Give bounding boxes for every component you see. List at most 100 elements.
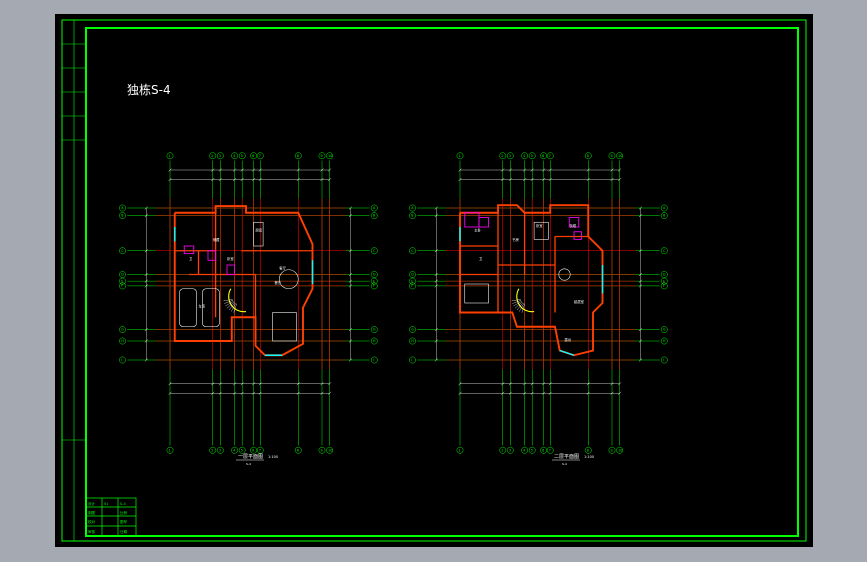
axis-bubble-right <box>660 356 668 364</box>
axis-bubble-bottom <box>209 446 217 454</box>
dimension-tick <box>320 382 324 386</box>
dimension-tick <box>638 272 643 277</box>
plan1-label: 一层平面图 <box>238 454 263 460</box>
stair-step <box>233 303 237 313</box>
dimension-tick <box>434 214 438 218</box>
dimension-tick <box>548 177 552 182</box>
axis-bubble-left <box>119 356 126 364</box>
dimension-tick <box>258 391 262 395</box>
dining-table <box>278 269 299 290</box>
axis-bubble-right <box>660 212 668 219</box>
stair-step <box>513 301 522 307</box>
axis-label-top: 10 <box>328 154 332 158</box>
axis-bubble-top <box>456 152 464 160</box>
axis-bubble-top <box>584 152 592 160</box>
dimension-tick <box>240 391 244 395</box>
axis-label-right: C <box>373 249 376 253</box>
axis-bubble-bottom <box>499 446 507 454</box>
stair-step <box>512 300 522 304</box>
axis-bubble-top <box>616 152 623 160</box>
dimension-tick <box>618 382 622 386</box>
dimension-tick <box>508 177 512 182</box>
plan2-sub: S-4 <box>562 462 567 466</box>
dimension-tick <box>320 391 324 395</box>
dimension-tick <box>434 206 438 210</box>
dimension-tick <box>638 284 643 288</box>
dimension-tick <box>548 391 552 395</box>
axis-bubble-left <box>409 247 416 255</box>
dimension-tick <box>586 177 590 182</box>
axis-label-top: 5 <box>241 154 243 158</box>
axis-bubble-right <box>660 337 668 345</box>
dimension-tick <box>168 391 172 395</box>
bath-fixture <box>183 245 195 255</box>
axis-label-left: I <box>411 358 412 362</box>
window <box>559 349 575 356</box>
dimension-tick <box>530 168 534 172</box>
dimension-tick <box>144 279 148 283</box>
bath-fixture <box>207 250 217 261</box>
dimension-tick <box>508 168 512 172</box>
dimension-tick <box>508 382 512 386</box>
plan1-sub: S-4 <box>246 462 251 466</box>
axis-bubble-right <box>660 204 668 212</box>
axis-bubble-top <box>238 152 246 160</box>
dimension-tick <box>348 249 353 253</box>
axis-label-left: B <box>121 214 124 218</box>
dimension-tick <box>523 177 527 182</box>
room-label: 书房 <box>512 237 519 242</box>
axis-bubble-left <box>119 204 126 212</box>
dimension-tick <box>434 358 438 362</box>
axis-label-right: B <box>373 214 376 218</box>
titleblock-cell: 图号 <box>120 519 127 524</box>
axis-label-left: G <box>411 328 414 332</box>
axis-label-top: 2 <box>501 154 503 158</box>
axis-label-left: B <box>411 214 414 218</box>
dimension-tick <box>328 382 332 386</box>
axis-bubble-top <box>231 152 238 160</box>
axis-bubble-top <box>499 152 507 160</box>
dimension-tick <box>501 177 505 182</box>
dimension-tick <box>638 249 643 253</box>
dimension-tick <box>296 177 300 182</box>
dimension-tick <box>144 358 148 362</box>
dimension-tick <box>530 177 534 182</box>
axis-label-bottom: 9 <box>611 448 613 452</box>
dimension-tick <box>328 168 332 172</box>
axis-bubble-right <box>370 337 378 345</box>
axis-label-right: B <box>663 214 666 218</box>
axis-label-left: H <box>411 339 414 343</box>
axis-bubble-top <box>506 152 514 160</box>
axis-label-left: E <box>121 279 123 283</box>
titleblock-cell: 01 <box>104 502 108 506</box>
axis-bubble-right <box>660 277 668 285</box>
room-label: 卧室 <box>227 256 234 261</box>
axis-bubble-right <box>660 282 668 290</box>
axis-label-right: G <box>663 328 666 332</box>
titleblock-cell: 日期 <box>120 529 127 534</box>
axis-bubble-left <box>119 271 126 278</box>
room-label: 储藏 <box>213 237 220 242</box>
axis-label-right: H <box>373 339 376 343</box>
stair-step <box>516 302 524 311</box>
axis-label-bottom: 6 <box>542 448 544 452</box>
dimension-tick <box>218 382 222 386</box>
dimension-tick <box>144 272 148 277</box>
stair-step <box>228 302 235 311</box>
dimension-tick <box>348 206 353 210</box>
dimension-tick <box>618 168 622 172</box>
axis-label-bottom: 7 <box>549 448 551 452</box>
bed-2 <box>533 221 549 240</box>
axis-bubble-bottom <box>506 446 514 454</box>
plan2-label: 二层平面图 <box>554 454 579 460</box>
dimension-tick <box>638 279 643 283</box>
axis-bubble-right <box>660 326 668 333</box>
axis-label-top: 8 <box>587 154 589 158</box>
plan2-scale: 1:100 <box>584 455 594 459</box>
axis-bubble-top <box>326 152 333 160</box>
dimension-tick <box>144 249 148 253</box>
dimension-tick <box>348 328 353 332</box>
